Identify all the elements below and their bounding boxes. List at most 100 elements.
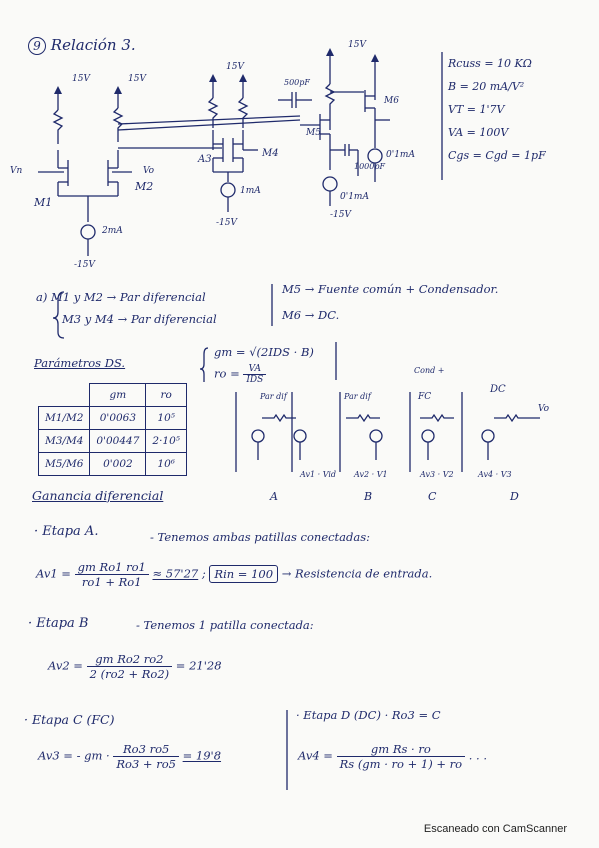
supply-label: 15V [226,62,244,72]
pair-line-4: M6 → DC. [282,308,340,322]
table-cell: M3/M4 [37,429,91,453]
table-header-cell: gm [89,383,147,407]
etapa-c-lhs: Av3 = - gm · [38,748,110,763]
scanner-watermark: Escaneado con CamScanner [423,823,567,835]
stage-letter-b: B [364,490,373,503]
etapa-d-heading: · Etapa D (DC) · Ro3 = C [296,708,441,722]
pair-line-2: M3 y M4 → Par diferencial [62,312,217,326]
transistor-label-m6: M6 [384,96,399,106]
etapa-d-lhs: Av4 = [298,748,333,763]
page-title: 9 Relación 3. [28,36,136,55]
problem-number: 9 [28,37,46,55]
etapa-d-tail: . . . [468,748,488,763]
pair-line-1: a) M1 y M2 → Par diferencial [36,290,206,304]
etapa-a-numerator: gm Ro1 ro1 [74,560,149,575]
etapa-c-numerator: Ro3 ro5 [113,742,179,757]
table-cell: 10⁵ [145,406,187,430]
ro-denominator: IDS [246,375,264,385]
transistor-label-m1: M1 [34,196,53,209]
param-rcuss: Rcuss = 10 KΩ [448,57,532,70]
stage-output: Vo [538,404,550,414]
title-text: Relación 3. [50,36,136,54]
parameter-table: gm ro M1/M2 0'0063 10⁵ M3/M4 0'00447 2·1… [37,383,187,476]
supply-label: 15V [348,40,366,50]
negative-supply-label: -15V [216,218,237,228]
table-cell: 10⁶ [145,452,187,476]
pair-line-3: M5 → Fuente común + Condensador. [282,282,499,296]
ds-heading: Parámetros DS. [34,356,126,370]
ro-numerator: VA [243,364,267,375]
input-label-vn: Vn [10,166,23,176]
stage-label: FC [418,392,432,402]
current-source-label: 2mA [102,226,123,236]
stage-letter-a: A [270,490,278,503]
etapa-a-note: - Tenemos ambas patillas conectadas: [150,530,371,544]
table-header-row: gm ro [39,383,187,407]
table-row: M3/M4 0'00447 2·10⁵ [37,429,187,453]
etapa-d-denominator: Rs (gm · ro + 1) + ro [339,757,463,771]
table-cell: M5/M6 [37,452,91,476]
input-resistance-note: → Resistencia de entrada. [281,566,433,581]
etapa-b-heading: · Etapa B [28,616,89,631]
negative-supply-label: -15V [74,260,95,270]
parameter-list: Rcuss = 10 KΩ B = 20 mA/V² VT = 1'7V VA … [448,52,546,167]
stage-letter-d: D [510,490,519,503]
etapa-c-equation: Av3 = - gm · Ro3 ro5 Ro3 + ro5 = 19'8 [38,742,221,771]
transistor-label-m5: M5 [306,128,321,138]
param-va: VA = 100V [448,126,509,139]
current-source-label: 0'1mA [386,150,415,160]
stage-gain: Av2 · V1 [354,470,388,479]
etapa-a-result: ≈ 57'27 [152,566,199,581]
etapa-b-denominator: 2 (ro2 + Ro2) [89,667,170,681]
etapa-a-denominator: ro1 + Ro1 [81,575,142,589]
ro-lhs: ro = [214,366,240,381]
etapa-d-equation: Av4 = gm Rs · ro Rs (gm · ro + 1) + ro .… [298,742,487,771]
stage-gain: Av3 · V2 [420,470,454,479]
table-row: M5/M6 0'002 10⁶ [37,452,187,476]
etapa-a-lhs: Av1 = [36,566,71,581]
transistor-label-m2: M2 [135,180,154,193]
table-cell: M1/M2 [37,406,91,430]
stage-label: Cond + [414,366,445,375]
param-cgs: Cgs = Cgd = 1pF [448,149,546,162]
transistor-label-m4: M4 [262,148,279,159]
ganancia-heading: Ganancia diferencial [32,488,164,503]
etapa-c-result: = 19'8 [182,748,222,763]
stage-label: DC [490,384,506,395]
stage-label: Par dif [344,392,371,401]
stage-label: Par dif [260,392,287,401]
table-cell: 0'0063 [89,406,147,430]
current-source-label: 0'1mA [340,192,369,202]
table-header-cell [39,384,90,407]
supply-label: 15V [128,74,146,84]
etapa-a-equation: Av1 = gm Ro1 ro1 ro1 + Ro1 ≈ 57'27 ; Rin… [36,560,433,589]
table-row: M1/M2 0'0063 10⁵ [37,406,187,430]
gm-formula: gm = √(2IDS · B) [214,345,314,359]
etapa-b-numerator: gm Ro2 ro2 [86,652,173,667]
param-b: B = 20 mA/V² [448,80,525,93]
etapa-a-heading: · Etapa A. [34,524,99,539]
ro-formula: ro = VA IDS [214,364,267,385]
etapa-b-equation: Av2 = gm Ro2 ro2 2 (ro2 + Ro2) = 21'28 [48,652,222,681]
param-vt: VT = 1'7V [448,103,505,116]
table-header-cell: ro [145,383,187,407]
supply-label: 15V [72,74,90,84]
table-cell: 2·10⁵ [145,429,187,453]
node-label-a3: A3 [198,154,212,165]
table-cell: 0'002 [89,452,147,476]
capacitor-label: 1000pF [354,162,386,171]
output-label-vo: Vo [143,166,155,176]
etapa-c-denominator: Ro3 + ro5 [116,757,176,771]
etapa-d-numerator: gm Rs · ro [336,742,466,757]
etapa-b-result: = 21'28 [175,658,222,673]
current-source-label: 1mA [240,186,261,196]
stage-gain: Av4 · V3 [478,470,512,479]
stage-letter-c: C [428,490,437,503]
capacitor-label: 500pF [284,78,310,87]
etapa-c-heading: · Etapa C (FC) [24,712,115,727]
etapa-b-lhs: Av2 = [48,658,83,673]
stage-gain: Av1 · Vid [300,470,337,479]
input-resistance: Rin = 100 [209,564,279,583]
negative-supply-label: -15V [330,210,351,220]
